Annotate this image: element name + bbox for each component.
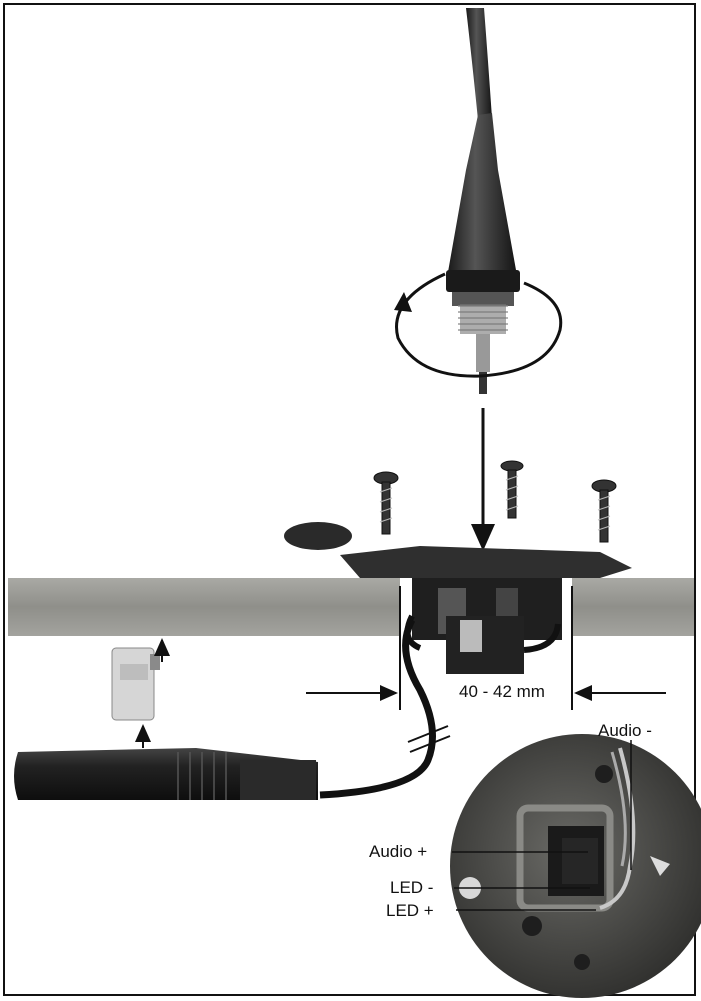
dimension-label: 40 - 42 mm — [459, 682, 545, 701]
wiring-leader-lines — [452, 740, 632, 911]
wiring-board-detail — [450, 734, 701, 998]
cable-clip — [111, 647, 160, 721]
audio-plus-label: Audio + — [369, 842, 428, 861]
xlr-connector — [14, 748, 318, 800]
microphone-cable — [319, 618, 436, 799]
led-plus-label: LED + — [386, 901, 434, 920]
led-minus-label: LED - — [390, 878, 434, 897]
dimension-lines — [306, 586, 666, 710]
audio-minus-label: Audio - — [598, 721, 652, 740]
mounting-flange — [284, 522, 632, 674]
rotate-arrow-icon — [394, 272, 563, 378]
mounting-screws — [373, 460, 617, 543]
gooseneck-microphone — [446, 8, 520, 394]
cable-break-mark — [407, 725, 451, 753]
table-top — [8, 578, 694, 636]
